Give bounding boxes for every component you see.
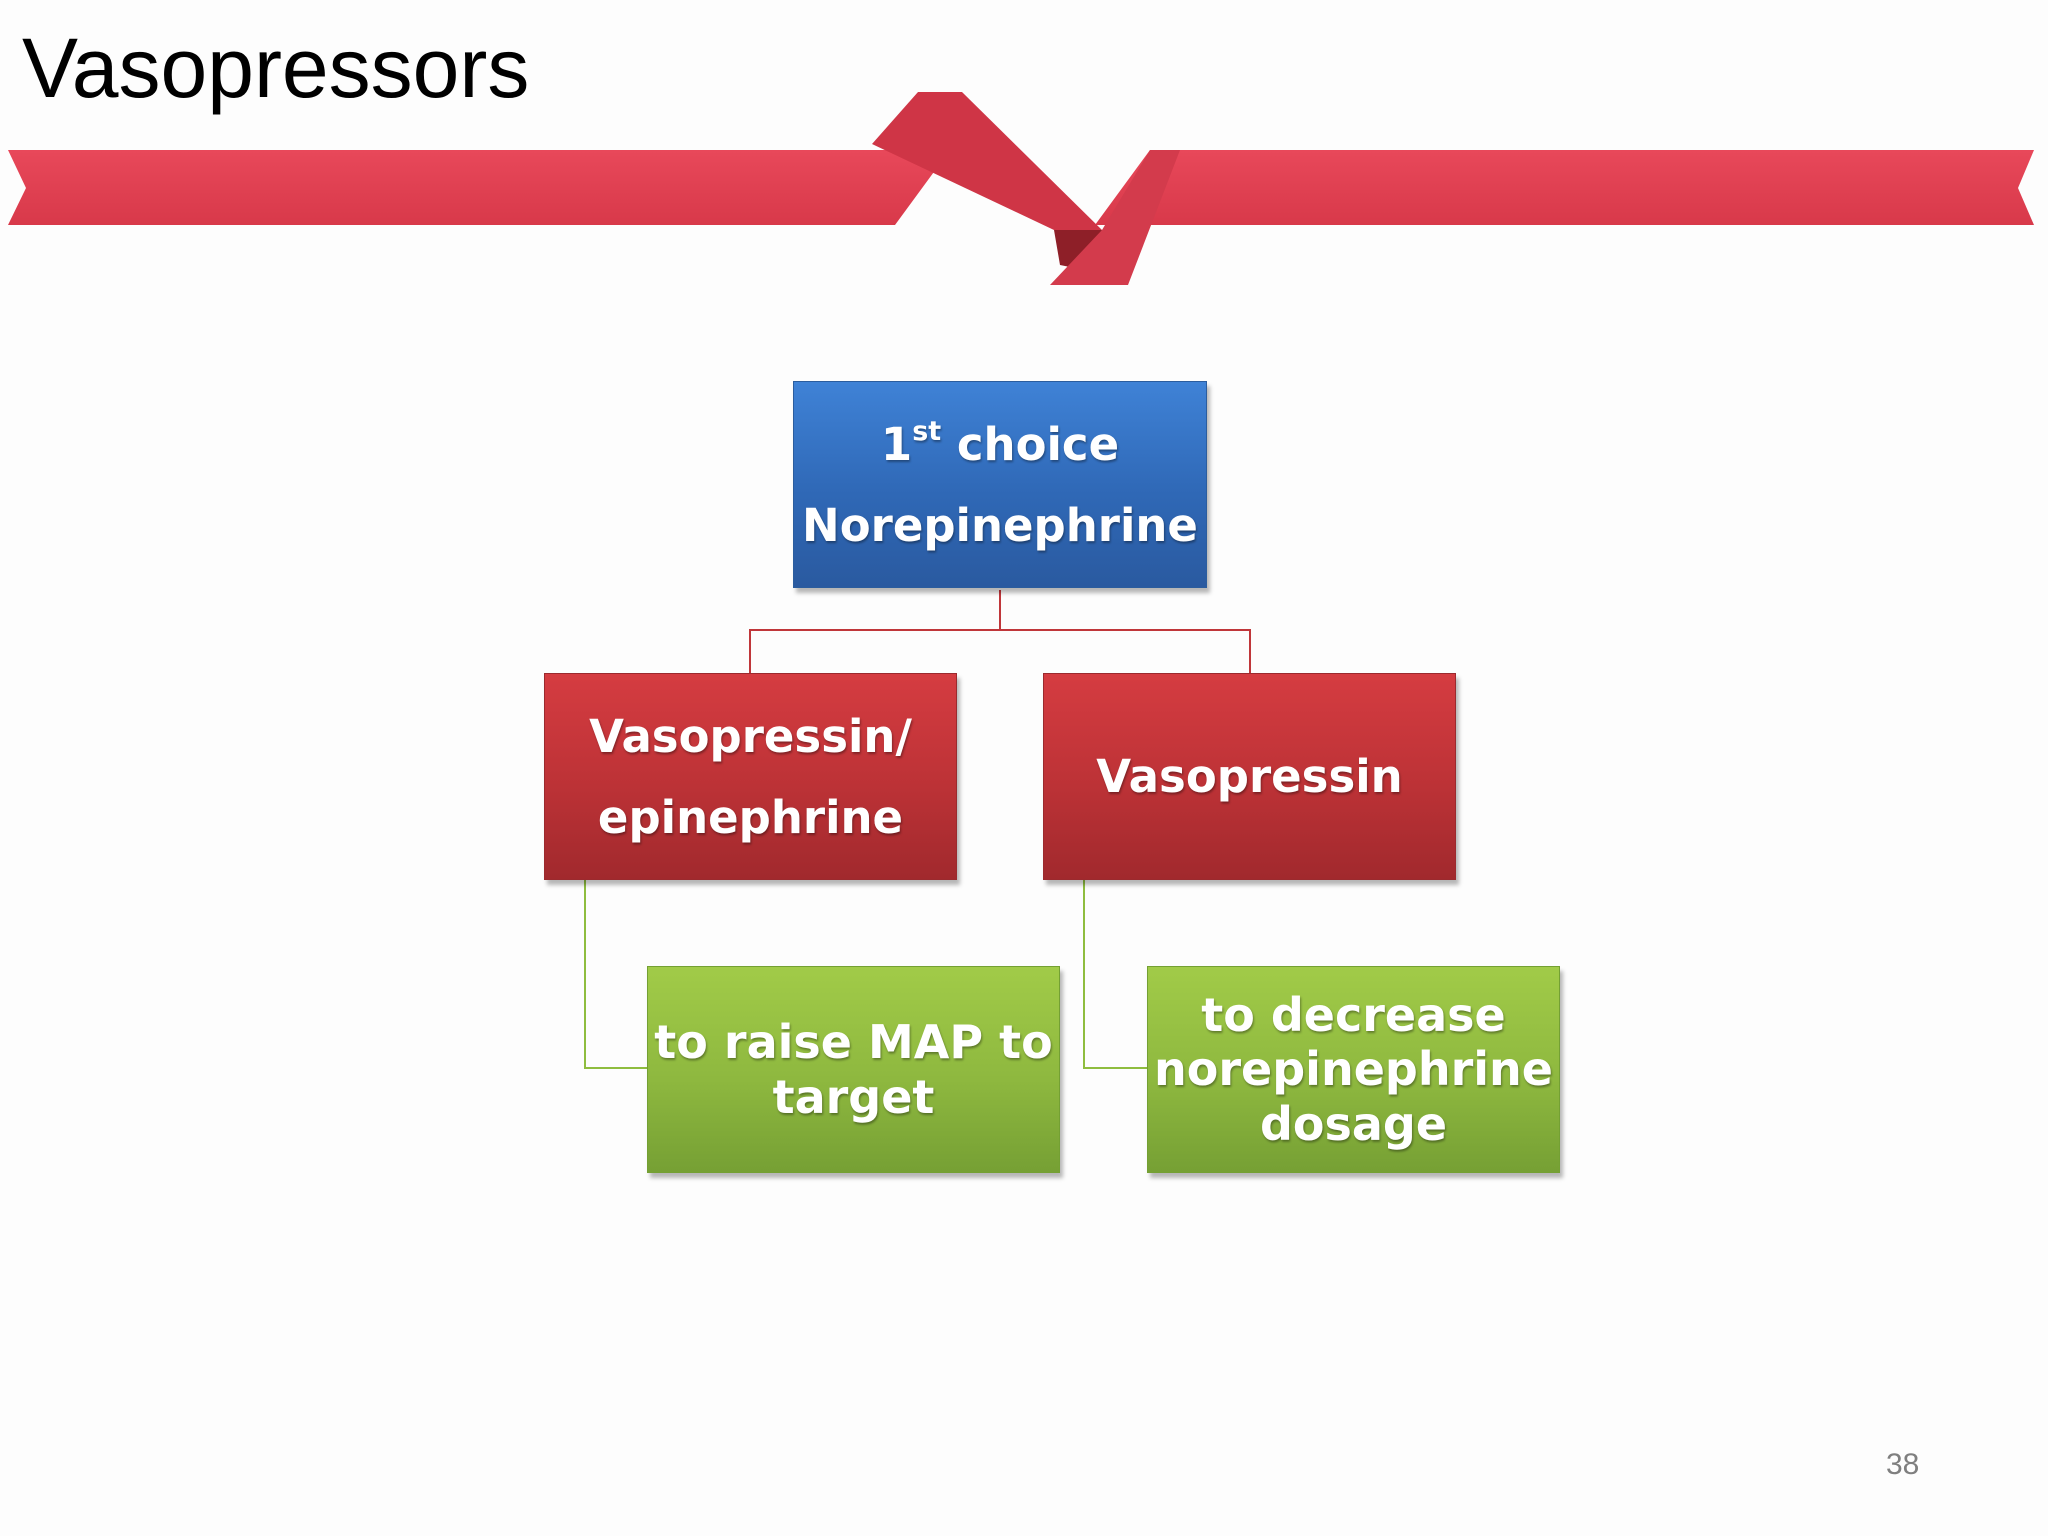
decrease-dosage-label-line1: to decrease xyxy=(1201,988,1506,1043)
connector-right-branch-to-note xyxy=(1083,880,1147,1069)
raise-map-label-line1: to raise MAP to xyxy=(654,1015,1053,1070)
raise-map-note-node: to raise MAP to target xyxy=(647,966,1060,1173)
first-choice-word: choice xyxy=(941,417,1120,471)
raise-map-label-line2: target xyxy=(772,1069,935,1124)
decrease-dosage-label-line3: dosage xyxy=(1259,1096,1448,1151)
ribbon-fold-shadow xyxy=(1054,230,1102,270)
vasopressin-label: Vasopressin xyxy=(1096,750,1403,803)
ribbon-valley xyxy=(1050,150,1180,285)
connector-left-branch-to-note xyxy=(584,880,647,1069)
first-choice-number: 1 xyxy=(880,417,913,471)
slide-title: Vasopressors xyxy=(22,21,530,115)
connector-root-to-branches xyxy=(749,590,1001,673)
ribbon-left-band xyxy=(8,150,950,225)
ribbon-banner xyxy=(8,92,2034,285)
vasopressin-epinephrine-node: Vasopressin/ epinephrine xyxy=(544,673,957,880)
decrease-dosage-label-line2: norepinephrine xyxy=(1154,1042,1553,1097)
first-choice-node: 1st choice Norepinephrine xyxy=(793,381,1207,588)
connector-root-to-right-branch xyxy=(1000,629,1251,673)
epinephrine-label: epinephrine xyxy=(597,790,904,844)
decrease-dosage-note-node: to decrease norepinephrine dosage xyxy=(1147,966,1560,1173)
page-number: 38 xyxy=(1886,1448,1920,1481)
vasopressin-slash-label: Vasopressin/ xyxy=(589,709,912,763)
ribbon-right-band xyxy=(1095,150,2034,225)
ribbon-peak xyxy=(872,92,1102,230)
first-choice-label: 1st choice xyxy=(880,415,1120,471)
norepinephrine-label: Norepinephrine xyxy=(802,498,1198,552)
first-choice-ordinal-suffix: st xyxy=(912,415,942,447)
vasopressin-node: Vasopressin xyxy=(1043,673,1456,880)
